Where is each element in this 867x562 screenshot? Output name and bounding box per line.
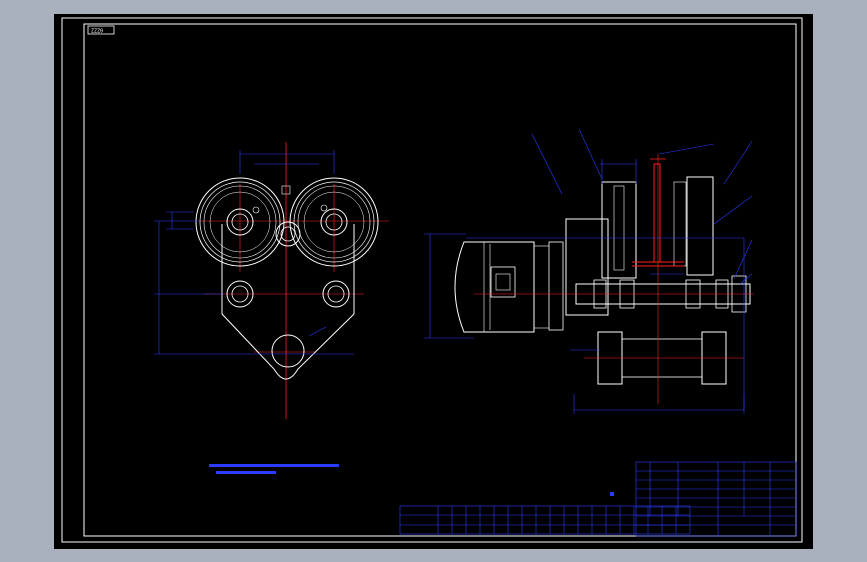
drive-gear [275, 185, 301, 247]
lower-shaft [584, 331, 744, 385]
title-block [635, 461, 797, 537]
outer-frame [61, 17, 803, 543]
side-dimensions [424, 128, 753, 414]
notes-block [209, 464, 614, 496]
stamp-label: ZZZ0 [91, 29, 103, 35]
front-dimensions [154, 150, 354, 355]
hook-hole [271, 334, 305, 368]
stamp-box [87, 25, 115, 35]
parameter-table [399, 505, 691, 535]
front-view [154, 142, 389, 419]
drawing-sheet: ZZZ0 [54, 14, 813, 549]
cad-drawing: ZZZ0 [61, 17, 803, 543]
motor [454, 241, 564, 333]
left-wheel [195, 177, 285, 267]
side-view [424, 128, 754, 414]
side-plate [221, 224, 355, 380]
gearbox [565, 176, 714, 316]
inner-frame [83, 23, 797, 537]
lower-bosses [226, 280, 350, 368]
